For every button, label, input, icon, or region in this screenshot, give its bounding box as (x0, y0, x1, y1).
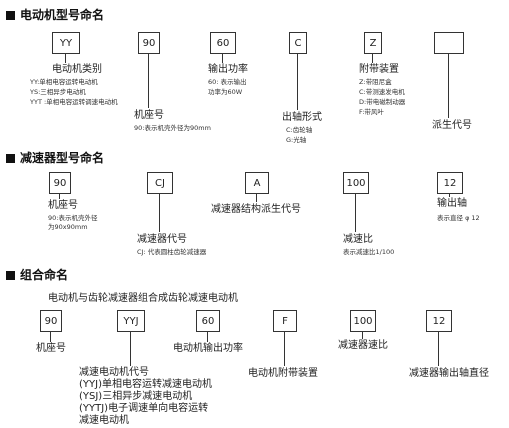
detail-combo-2: (YSJ)三相异步减速电动机 (79, 391, 193, 402)
code-box-reducer-frame: 90 (49, 172, 71, 194)
sub-frame-size-1: 90:表示机壳外径为90mm (134, 124, 211, 132)
connector-line (59, 194, 60, 199)
label-combo-frame: 机座号 (36, 343, 66, 354)
code-box-combo-frame: 90 (40, 310, 62, 332)
label-frame-size: 机座号 (134, 110, 164, 121)
connector-line (50, 332, 51, 342)
code-box-output-power: 60 (210, 32, 236, 54)
connector-line (222, 54, 223, 63)
connector-line (362, 332, 363, 339)
section-title-text: 电动机型号命名 (20, 8, 105, 22)
connector-line (65, 54, 66, 63)
section-title-combined: 组合命名 (6, 266, 68, 283)
label-output-shaft: 输出轴 (437, 198, 467, 209)
connector-line (355, 194, 356, 232)
label-output-power: 输出功率 (208, 64, 248, 75)
label-combo-ratio: 减速器速比 (338, 340, 388, 351)
sub-shaft-type-1: C:齿轮轴 (286, 126, 313, 134)
sub-reduction-ratio-1: 表示减速比1/100 (343, 248, 395, 256)
connector-line (207, 332, 208, 342)
code-box-reducer-structure: A (245, 172, 269, 194)
section-title-reducer: 减速器型号命名 (6, 149, 104, 166)
connector-line (372, 54, 373, 63)
sub-reducer-frame-2: 为90x90mm (48, 223, 88, 231)
sub-accessory-1: Z:带阻尼盒 (359, 78, 392, 86)
connector-line (438, 332, 439, 366)
detail-combo-3: (YYTJ)电子调速单向电容运转 (79, 403, 209, 414)
connector-line (130, 332, 131, 366)
connector-line (148, 54, 149, 108)
code-box-accessory: Z (364, 32, 382, 54)
connector-line (284, 332, 285, 366)
code-box-combo-shaft: 12 (426, 310, 452, 332)
label-reduction-ratio: 减速比 (343, 234, 373, 245)
sub-reducer-frame-1: 90:表示机壳外径 (48, 214, 98, 222)
connector-line (448, 54, 449, 118)
code-box-output-shaft: 12 (437, 172, 463, 194)
sub-output-power-2: 功率为60W (208, 88, 243, 96)
code-box-shaft-type: C (289, 32, 307, 54)
label-motor-type: 电动机类别 (52, 64, 102, 75)
sub-reducer-code-1: CJ: 代表圆柱齿轮减速器 (137, 248, 207, 256)
label-combo-shaft: 减速器输出轴直径 (409, 368, 489, 379)
combined-intro: 电动机与齿轮减速器组合成齿轮减速电动机 (48, 293, 238, 304)
bullet-square-icon (6, 11, 15, 20)
label-reducer-frame: 机座号 (48, 200, 78, 211)
section-title-motor: 电动机型号命名 (6, 6, 104, 23)
code-box-combo-accessory: F (273, 310, 297, 332)
sub-accessory-2: C:带测速发电机 (359, 88, 405, 96)
bullet-square-icon (6, 271, 15, 280)
sub-accessory-3: D:带电磁制动器 (359, 98, 406, 106)
label-combo-accessory: 电动机附带装置 (248, 368, 318, 379)
sub-output-shaft-1: 表示直径 φ 12 (437, 214, 480, 222)
code-box-derivative (434, 32, 464, 54)
sub-motor-type-2: YS:三相异步电动机 (30, 88, 86, 96)
code-box-combo-power: 60 (196, 310, 220, 332)
code-box-combo-ratio: 100 (350, 310, 376, 332)
code-box-motor-type: YY (52, 32, 80, 54)
label-reducer-structure: 减速器结构派生代号 (211, 204, 301, 215)
section-title-text: 减速器型号命名 (20, 151, 105, 165)
sub-output-power-1: 60: 表示输出 (208, 78, 247, 86)
label-derivative: 派生代号 (432, 120, 472, 131)
sub-motor-type-3: YYT :单相电容运转调速电动机 (30, 98, 118, 106)
sub-motor-type-1: YY:单相电容运转电动机 (30, 78, 98, 86)
code-box-reducer-code: CJ (147, 172, 173, 194)
connector-line (449, 194, 450, 197)
connector-line (297, 54, 298, 110)
label-combo-power: 电动机输出功率 (173, 343, 243, 354)
code-box-frame-size: 90 (138, 32, 160, 54)
section-title-text: 组合命名 (20, 268, 69, 282)
sub-shaft-type-2: G:光轴 (286, 136, 307, 144)
sub-accessory-4: F:带风叶 (359, 108, 384, 116)
detail-combo-4: 减速电动机 (79, 415, 129, 426)
connector-line (256, 194, 257, 202)
label-shaft-type: 出轴形式 (282, 112, 322, 123)
bullet-square-icon (6, 154, 15, 163)
code-box-combo-motor-code: YYJ (117, 310, 145, 332)
code-box-reduction-ratio: 100 (343, 172, 369, 194)
label-accessory: 附带装置 (359, 64, 399, 75)
label-combo-motor-code: 减速电动机代号 (79, 367, 149, 378)
label-reducer-code: 减速器代号 (137, 234, 187, 245)
connector-line (159, 194, 160, 232)
detail-combo-1: (YYJ)单相电容运转减速电动机 (79, 379, 212, 390)
